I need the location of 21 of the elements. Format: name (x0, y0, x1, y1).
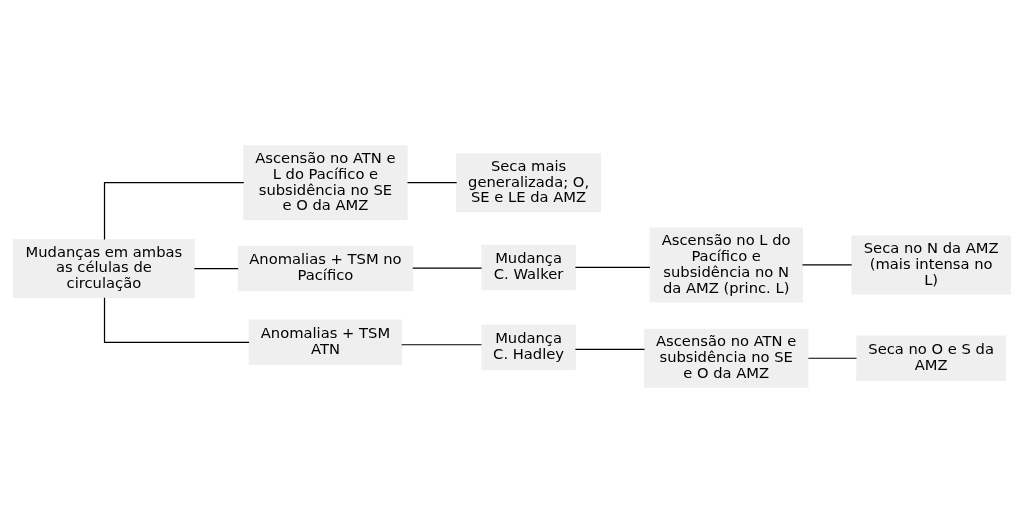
connector (807, 357, 858, 359)
node-box: Anomalias + TSM ATN (248, 319, 403, 365)
connector (412, 266, 483, 269)
node-box: Ascensão no ATN e L do Pacífico e subsidência no SE e O da AMZ (243, 144, 408, 220)
node-box: Seca mais generalizada; O, SE e LE da AMZ (456, 152, 601, 212)
node-box: Mudança C. Hadley (481, 324, 576, 370)
node-box: Seca no O e S da AMZ (856, 335, 1007, 381)
connector (401, 343, 483, 345)
connector (103, 181, 245, 240)
connector (801, 263, 853, 266)
node-box: Ascensão no ATN e subsidência no SE e O da AMZ (643, 328, 809, 388)
node-box: Ascensão no L do Pacífico e subsidência no N da AMZ (princ. L) (649, 227, 803, 302)
connector (193, 267, 239, 269)
node-box: Mudanças em ambas as células de circulação (13, 238, 195, 298)
connector (406, 181, 458, 183)
connector (574, 266, 651, 268)
node-box: Anomalias + TSM no Pacífico (237, 245, 414, 291)
connector (103, 296, 250, 343)
node-box: Mudança C. Walker (481, 244, 576, 290)
connector (574, 348, 646, 350)
node-box: Seca no N da AMZ (mais intensa no L) (851, 235, 1011, 294)
